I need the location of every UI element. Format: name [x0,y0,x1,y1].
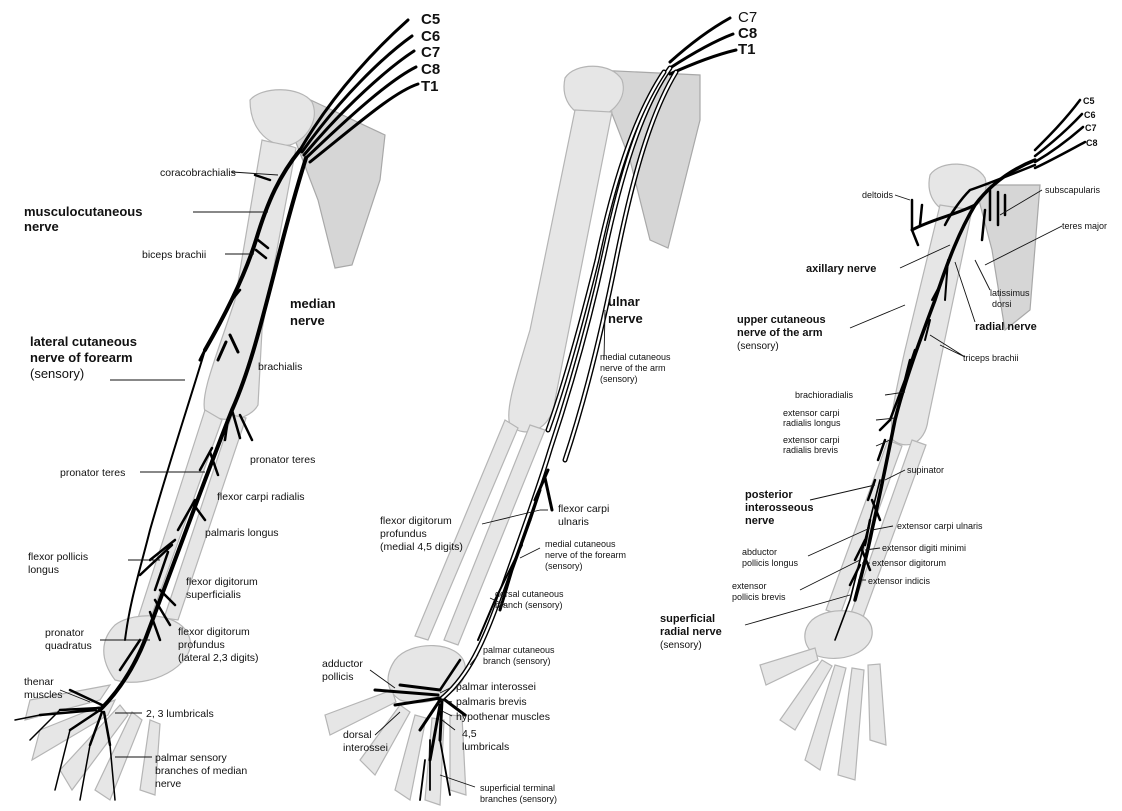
radial-root-c7: C7 [1085,123,1097,133]
radial-leaders [744,189,1063,626]
humerus [890,204,973,446]
label-pronator-teres-left: pronator teres [60,467,125,479]
radial-root-c6: C6 [1084,110,1096,120]
label-palmar-interossei: palmar interossei [456,681,536,693]
label-extensor-digiti-minimi: extensor digiti minimi [882,543,966,553]
humerus-head [249,89,315,146]
label-deltoids: deltoids [862,190,894,200]
humerus [203,139,297,420]
label-biceps-brachii: biceps brachii [142,249,206,261]
label-flexor-carpi-radialis: flexor carpi radialis [217,491,305,503]
label-palmaris-brevis: palmaris brevis [456,696,527,708]
label-coracobrachialis: coracobrachialis [160,167,236,179]
median-roots [298,18,420,164]
radial-root-c8: C8 [1086,138,1098,148]
median-panel: C5 C6 C7 C8 T1 coracobrachialis musculoc… [14,11,440,801]
humerus-head [563,65,624,119]
ulnar-root-c8: C8 [738,25,757,42]
median-root-c7: C7 [421,44,440,61]
label-teres-major: teres major [1062,221,1107,231]
ulna [443,424,546,646]
lateral-cutaneous-line [124,349,206,641]
label-subscapularis: subscapularis [1045,185,1101,195]
ulnar-leaders [369,309,606,788]
label-brachialis: brachialis [258,361,302,373]
label-lumbricals-2-3: 2, 3 lumbricals [146,708,214,720]
ulnar-root-c7: C7 [738,9,757,26]
radius [414,419,519,641]
finger-bones [24,684,161,801]
label-brachioradialis: brachioradialis [795,390,854,400]
musculocutaneous-nerve-line [203,148,302,352]
radial-panel-bones [759,163,1041,781]
radial-root-c5: C5 [1083,96,1095,106]
median-root-c6: C6 [421,28,440,45]
radial-roots [1033,98,1087,170]
carpals [387,644,466,704]
label-extensor-carpi-ulnaris: extensor carpi ulnaris [897,521,983,531]
label-supinator: supinator [907,465,944,475]
finger-bones [759,647,887,781]
label-extensor-indicis: extensor indicis [868,576,931,586]
radial-panel: C5 C6 C7 C8 deltoids subscapularis teres… [660,96,1107,781]
ulnar-roots [668,16,738,76]
median-root-c8: C8 [421,61,440,78]
label-hypothenar-muscles: hypothenar muscles [456,711,550,723]
median-leaders [59,171,279,758]
median-root-c5: C5 [421,11,440,28]
label-axillary-nerve: axillary nerve [806,263,876,275]
label-palmaris-longus: palmaris longus [205,527,279,539]
axillary-nerve-line [910,203,977,232]
median-root-t1: T1 [421,78,439,95]
label-pronator-teres-right: pronator teres [250,454,315,466]
label-radial-nerve: radial nerve [975,321,1037,333]
ulnar-panel-bones [324,65,701,806]
median-panel-bones [24,89,386,801]
ulnar-root-t1: T1 [738,41,756,58]
scapula [974,184,1041,332]
label-triceps-brachii: triceps brachii [963,353,1019,363]
label-extensor-digitorum: extensor digitorum [872,558,946,568]
